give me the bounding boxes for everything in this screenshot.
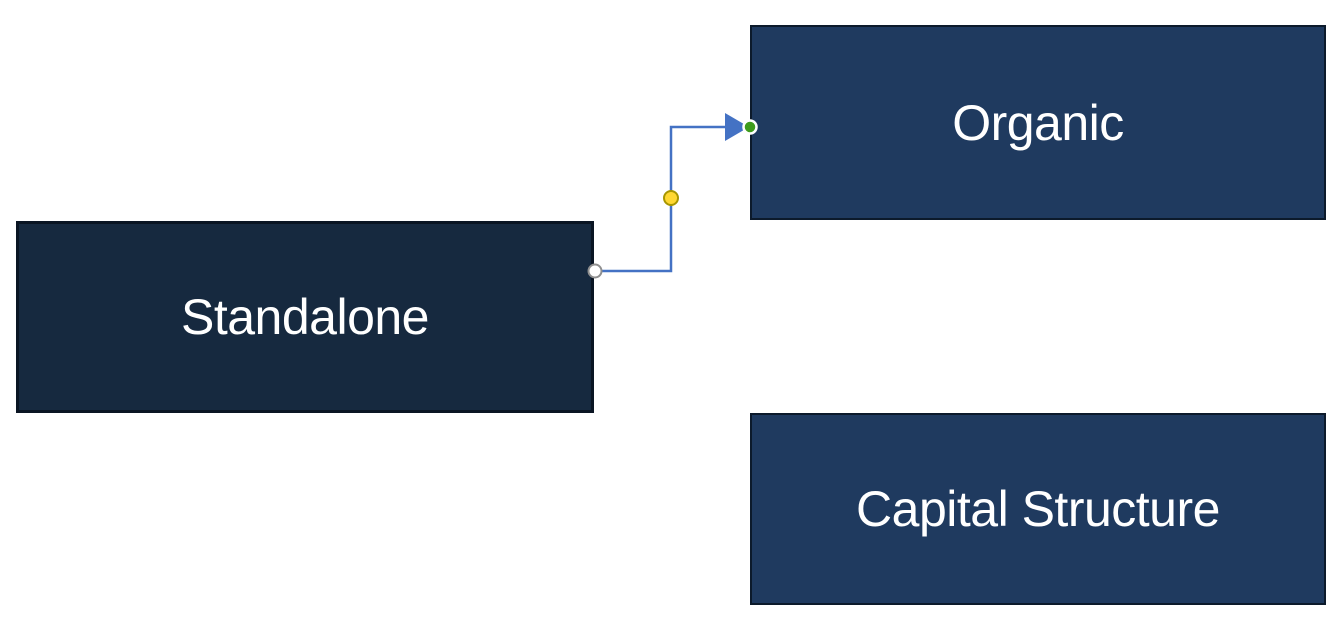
node-standalone[interactable]: Standalone	[16, 221, 594, 413]
node-capital-structure[interactable]: Capital Structure	[750, 413, 1326, 605]
connector-adjust-handle[interactable]	[664, 191, 678, 205]
connector-start-handle[interactable]	[588, 264, 602, 278]
connector-line[interactable]	[594, 125, 727, 273]
node-standalone-label: Standalone	[180, 289, 430, 345]
node-organic[interactable]: Organic	[750, 25, 1326, 220]
node-capital-structure-label: Capital Structure	[856, 481, 1220, 537]
connector-end-handle[interactable]	[743, 120, 757, 134]
node-organic-label: Organic	[952, 94, 1124, 151]
